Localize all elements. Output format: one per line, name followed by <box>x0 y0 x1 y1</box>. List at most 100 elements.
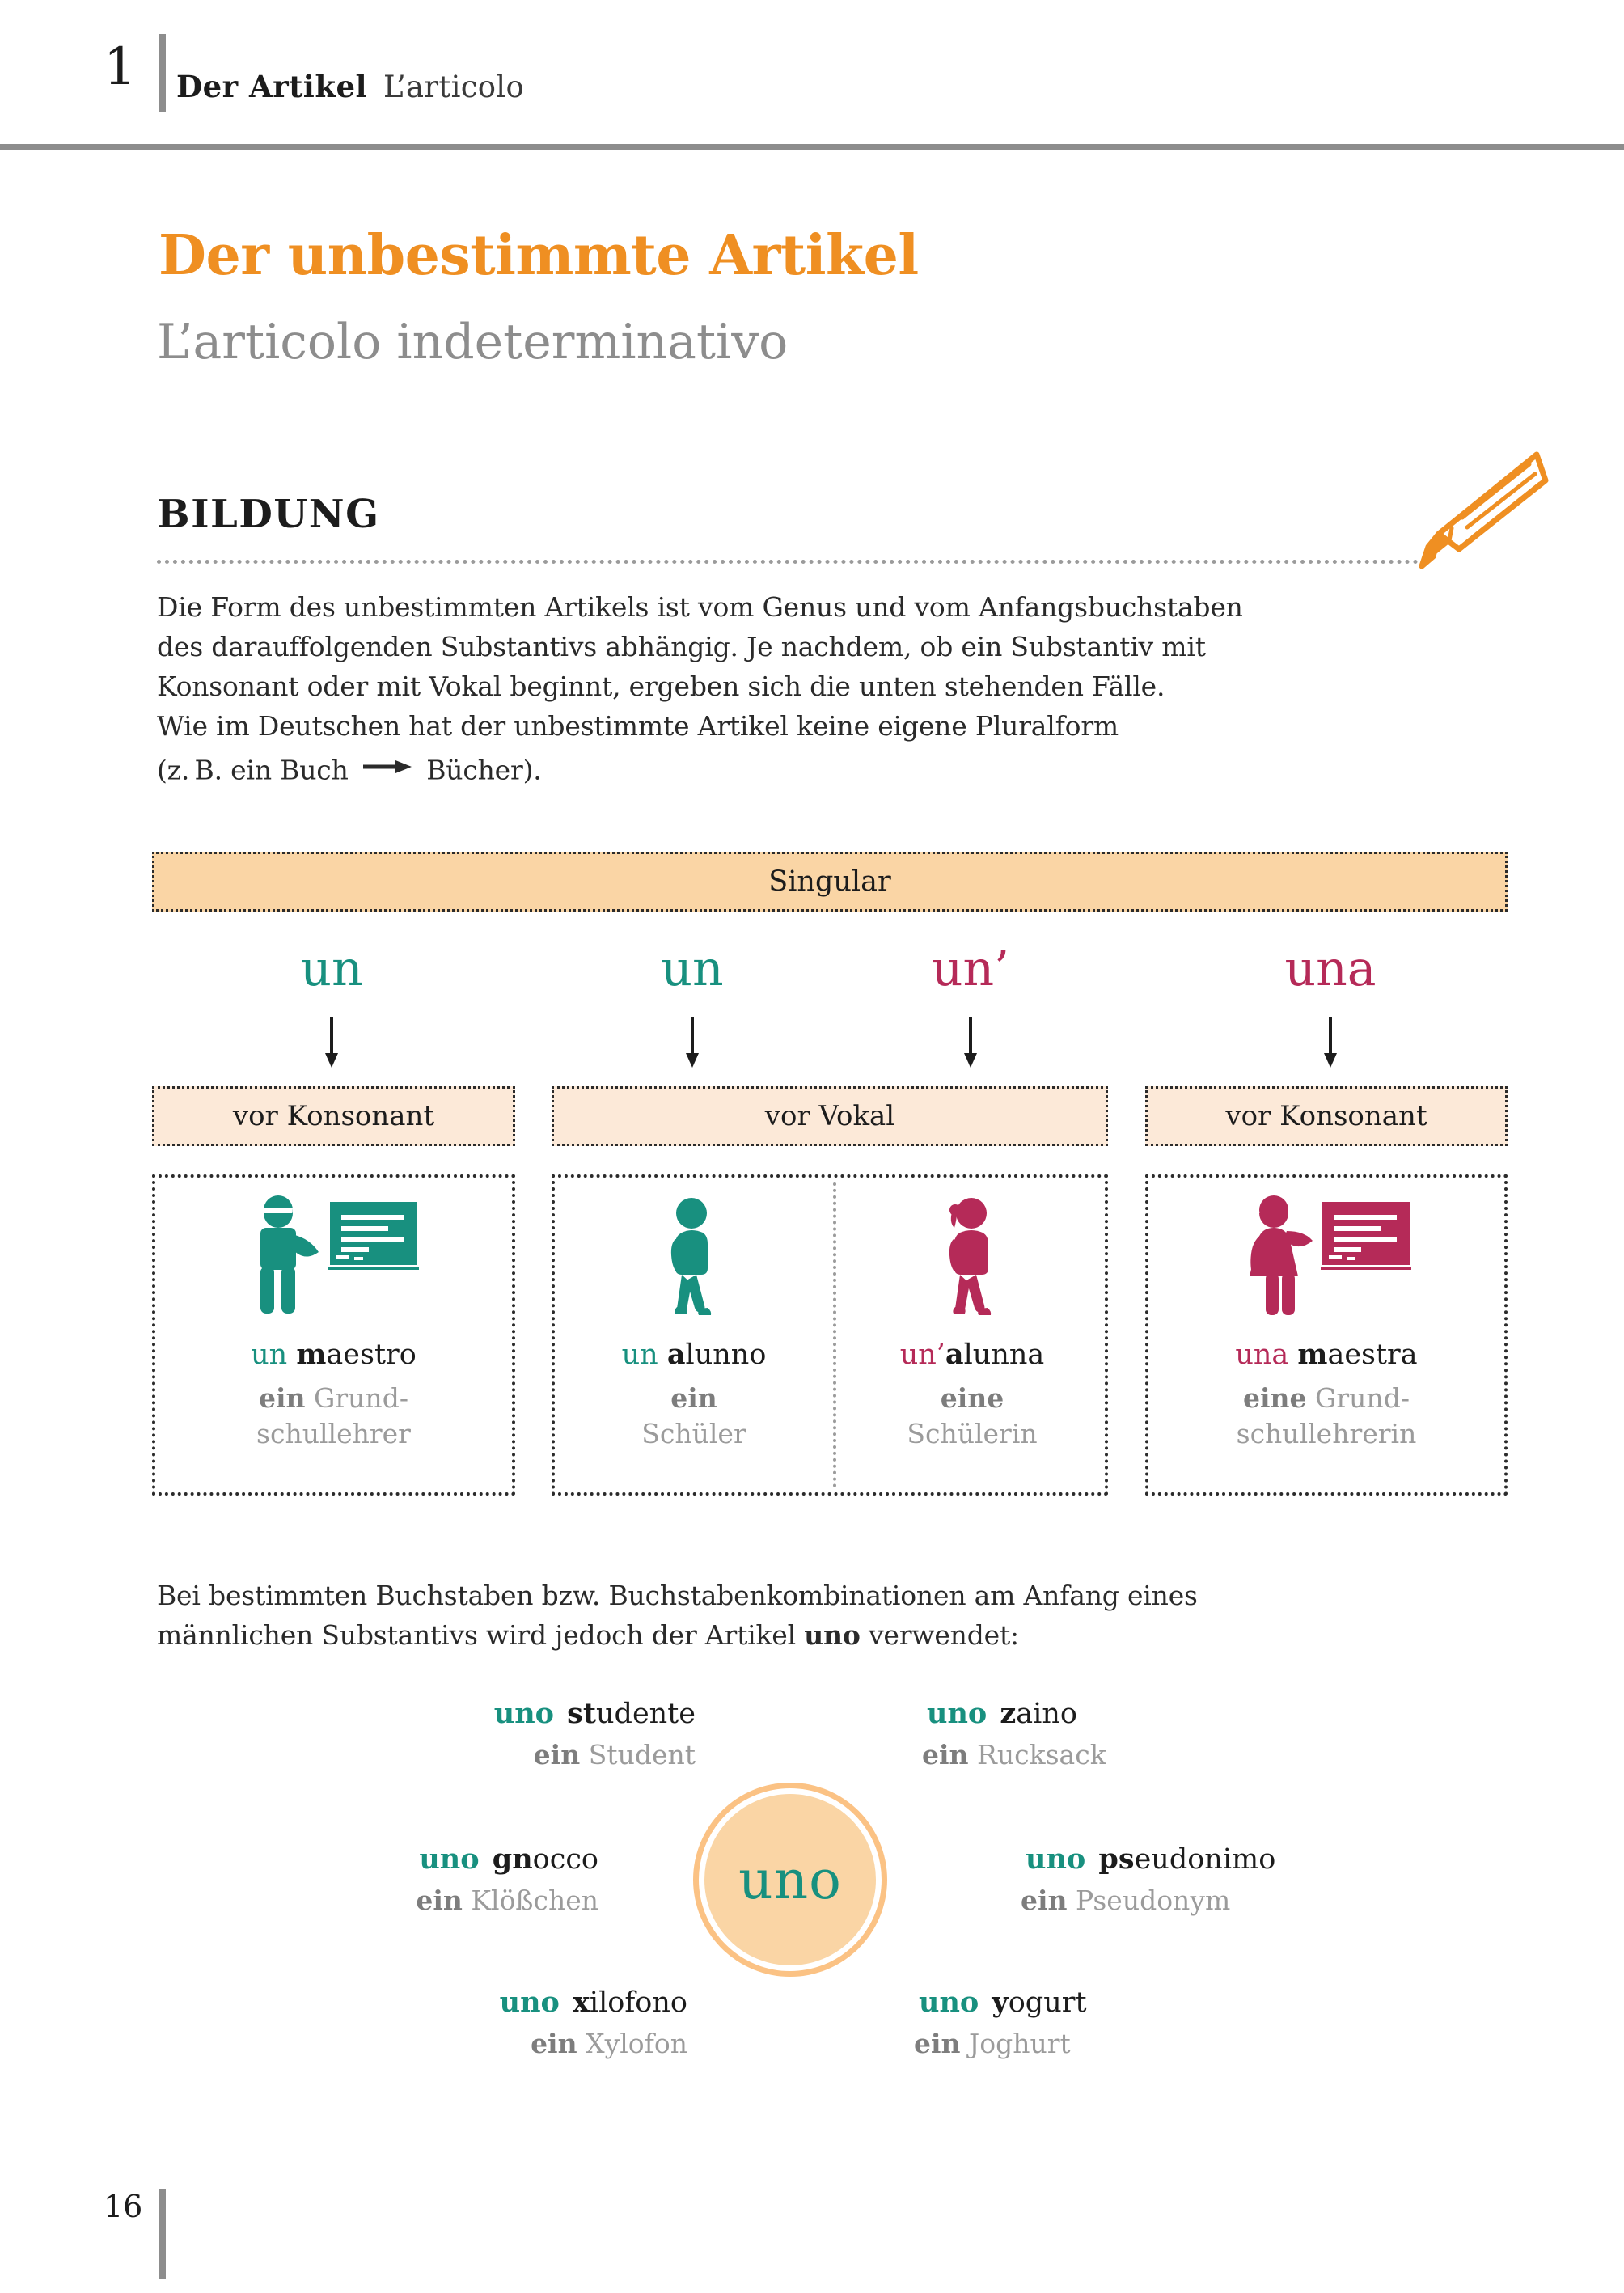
uno-center-circle: uno <box>699 1788 882 1971</box>
article-word-un-consonant-m: un <box>300 941 363 997</box>
paragraph-line-4: Wie im Deutschen hat der unbestimmte Art… <box>157 710 1119 742</box>
section-heading-bildung: BILDUNG <box>157 492 380 537</box>
italian-term: uno xilofono <box>259 1986 687 2019</box>
arrow-down-icon-3 <box>958 1017 983 1068</box>
singular-banner: Singular <box>152 852 1508 912</box>
german-noun: Joghurt <box>969 2028 1071 2059</box>
uno-center-label: uno <box>738 1848 842 1911</box>
chapter-number: 1 <box>104 37 137 97</box>
italian-rest: lunno <box>685 1339 767 1371</box>
paragraph-line-2: des darauffolgenden Substantivs abhängig… <box>157 631 1206 662</box>
german-article: ein <box>1021 1885 1068 1916</box>
italian-initial: z <box>1000 1697 1017 1730</box>
uno-intro-paragraph: Bei bestimmten Buchstaben bzw. Buchstabe… <box>157 1576 1198 1655</box>
german-article: ein <box>259 1382 306 1414</box>
header-divider-bar <box>159 34 166 112</box>
italian-initial: x <box>573 1986 590 2019</box>
italian-term: uno studente <box>243 1697 696 1730</box>
article-word-una-consonant-f: una <box>1284 941 1377 997</box>
italian-article: una <box>1235 1339 1289 1371</box>
german-term: ein Xylofon <box>259 2028 687 2059</box>
example-cell-un-maestro: un maestro ein Grund-schullehrer <box>152 1174 515 1496</box>
page-number: 16 <box>104 2189 143 2224</box>
italian-article: un <box>621 1339 658 1371</box>
italian-initial: gn <box>492 1842 533 1876</box>
italian-article: un’ <box>899 1339 945 1371</box>
uno-highlight: uno <box>922 1695 991 1732</box>
paragraph-line-5: (z. B. ein Buch Bücher). <box>157 746 1243 789</box>
german-noun-line2: Schüler <box>641 1418 746 1449</box>
category-box-vor-konsonant-masc: vor Konsonant <box>152 1086 515 1146</box>
arrow-down-icon-1 <box>319 1017 344 1068</box>
italian-term: uno zaino <box>922 1697 1375 1730</box>
italian-term: uno yogurt <box>914 1986 1367 2019</box>
german-noun-line1: Grund- <box>1315 1382 1410 1414</box>
uno-intro-line-2: männlichen Substantivs wird jedoch der A… <box>157 1615 1198 1655</box>
arrow-down-icon-2 <box>680 1017 704 1068</box>
example-cell-una-maestra: una maestra eine Grund-schullehrerin <box>1145 1174 1508 1496</box>
uno-highlight: uno <box>414 1841 483 1877</box>
uno-intro-keyword: uno <box>804 1619 861 1651</box>
uno-intro-line-2-after: verwendet: <box>860 1619 1019 1651</box>
category-label: vor Konsonant <box>232 1100 435 1132</box>
bildung-paragraph: Die Form des unbestimmten Artikels ist v… <box>157 587 1243 789</box>
italian-initial: ps <box>1098 1842 1135 1876</box>
italian-rest: ilofono <box>589 1986 687 2019</box>
uno-highlight: uno <box>1021 1841 1089 1877</box>
category-label: vor Konsonant <box>1225 1100 1427 1132</box>
uno-example-gnocco: uno gnocco ein Klößchen <box>178 1842 598 1916</box>
german-term: eine Grund-schullehrerin <box>1237 1381 1417 1452</box>
teacher-male-with-blackboard-icon <box>241 1195 427 1318</box>
uno-example-pseudonimo: uno pseudonimo ein Pseudonym <box>1021 1842 1522 1916</box>
german-article: ein <box>416 1885 463 1916</box>
page-subtitle: L’articolo indeterminativo <box>157 314 789 370</box>
italian-term: un alunno <box>622 1338 767 1371</box>
german-article: ein <box>531 2028 577 2059</box>
uno-highlight: uno <box>489 1695 558 1732</box>
teacher-female-with-blackboard-icon <box>1233 1195 1419 1318</box>
italian-term: uno pseudonimo <box>1021 1842 1522 1876</box>
german-noun-line2: Schülerin <box>907 1418 1038 1449</box>
header-title-german: Der Artikel <box>176 69 368 104</box>
page-header: 1 Der Artikel L’articolo <box>0 0 1624 150</box>
german-article: ein <box>914 2028 961 2059</box>
uno-example-studente: uno studente ein Student <box>243 1697 696 1771</box>
italian-term: un maestro <box>251 1338 417 1371</box>
german-noun-line2: schullehrer <box>256 1418 411 1449</box>
category-label: vor Vokal <box>764 1100 895 1132</box>
german-term: ein Rucksack <box>922 1739 1375 1771</box>
uno-example-yogurt: uno yogurt ein Joghurt <box>914 1986 1367 2059</box>
italian-initial: m <box>1297 1338 1328 1371</box>
italian-rest: aino <box>1016 1698 1077 1730</box>
italian-initial: a <box>666 1338 686 1371</box>
article-word-un-apostrophe-vowel-f: un’ <box>931 941 1010 997</box>
german-article: eine <box>940 1382 1004 1414</box>
arrow-right-icon <box>362 746 412 785</box>
italian-term: uno gnocco <box>178 1842 598 1876</box>
italian-rest: aestro <box>326 1339 417 1371</box>
uno-example-xilofono: uno xilofono ein Xylofon <box>259 1986 687 2059</box>
cell-divider <box>833 1182 836 1487</box>
german-article: ein <box>922 1739 969 1771</box>
singular-banner-label: Singular <box>768 865 891 898</box>
arrow-down-icon-4 <box>1318 1017 1343 1068</box>
paragraph-line-5-after: Bücher). <box>426 754 542 786</box>
italian-rest: lunna <box>963 1339 1045 1371</box>
italian-initial: a <box>945 1338 964 1371</box>
german-article: ein <box>670 1382 717 1414</box>
italian-term: un’alunna <box>900 1338 1045 1371</box>
german-noun: Xylofon <box>586 2028 687 2059</box>
uno-intro-line-1: Bei bestimmten Buchstaben bzw. Buchstabe… <box>157 1580 1198 1611</box>
uno-intro-line-2-before: männlichen Substantivs wird jedoch der A… <box>157 1619 805 1651</box>
pupil-female-with-backpack-icon <box>928 1195 1017 1318</box>
header-title-italian: L’articolo <box>383 70 525 104</box>
italian-rest: aestra <box>1327 1339 1418 1371</box>
german-article: eine <box>1243 1382 1307 1414</box>
italian-initial: y <box>992 1986 1009 2019</box>
german-noun-line1: Grund- <box>314 1382 408 1414</box>
italian-article: un <box>251 1339 288 1371</box>
german-term: ein Pseudonym <box>1021 1885 1522 1916</box>
